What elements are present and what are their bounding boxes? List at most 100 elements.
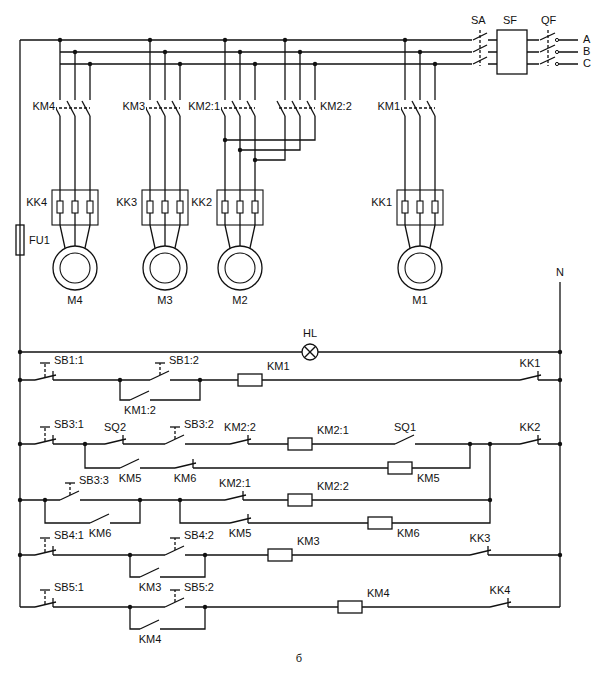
component-label: SB3:3 [78, 474, 110, 487]
junction-dot [198, 378, 202, 382]
contact-no [130, 391, 149, 400]
component-label: KM2:2 [316, 480, 350, 493]
component-label: M1 [411, 294, 428, 307]
component-label: KM4 [138, 633, 163, 646]
breaker-linkage [547, 30, 548, 66]
junction-dot [253, 158, 257, 162]
contact-stop [538, 379, 540, 380]
junction-dot [18, 350, 22, 354]
component-label: KM3 [296, 535, 321, 548]
junction-dot [223, 138, 227, 142]
lamp-cross [304, 346, 315, 357]
junction-dot [468, 442, 472, 446]
motor-inner [225, 253, 255, 283]
heater-element [57, 201, 63, 213]
thermal-relay [217, 190, 263, 225]
wire [164, 52, 165, 225]
wire [225, 64, 315, 140]
relay-coil [238, 374, 262, 386]
contact-no [395, 435, 414, 444]
contact-stop [53, 379, 55, 380]
component-label: SB4:1 [53, 529, 85, 542]
fuse [16, 225, 24, 255]
breaker-terminal [555, 50, 558, 53]
contact-stop [248, 522, 250, 523]
wire [120, 380, 200, 400]
contact-stop [52, 546, 53, 555]
wire-gap [225, 498, 245, 502]
heater-element [252, 201, 258, 213]
heater-element [417, 201, 423, 213]
contact-no [140, 620, 159, 629]
junction-dot [203, 553, 207, 557]
contact-stop [488, 554, 490, 555]
component-label: HL [302, 327, 318, 340]
wire-gap [105, 442, 125, 446]
junction-dot [138, 498, 142, 502]
component-label: SB5:2 [183, 581, 215, 594]
contact-stop [537, 371, 538, 380]
pushbutton-stem [69, 483, 70, 495]
contact-stop [53, 554, 55, 555]
wire-gap [470, 553, 490, 557]
contact-stop [122, 435, 123, 444]
pushbutton-stem [174, 427, 175, 439]
pushbutton-stem [44, 538, 45, 552]
junction-dot [18, 498, 22, 502]
signal-lamp [302, 344, 318, 360]
contact-stop [123, 443, 125, 444]
pushbutton-stem [44, 590, 45, 604]
junction-dot [118, 378, 122, 382]
component-label: KM6 [88, 527, 113, 540]
motor-inner [405, 253, 435, 283]
junction-dot [18, 442, 22, 446]
component-label: SB1:2 [168, 354, 200, 367]
component-label: KM4 [31, 100, 56, 113]
wire-gap [520, 378, 540, 382]
wire [419, 225, 420, 248]
wire [59, 40, 60, 225]
switch-linkage [479, 30, 480, 66]
heater-element [432, 201, 438, 213]
wire [180, 500, 490, 523]
contactor-linkage [399, 107, 435, 108]
contactor-linkage [54, 107, 90, 108]
contact-stop [247, 514, 248, 523]
wire-gap [520, 442, 540, 446]
wire [239, 225, 240, 248]
wire [60, 225, 65, 248]
pushbutton-head [40, 589, 50, 590]
wire-gap [35, 442, 55, 446]
component-label: KM3 [121, 100, 146, 113]
contact-stop [243, 499, 245, 500]
component-label: KK2 [190, 196, 213, 209]
contact-stop [192, 459, 193, 468]
junction-dot [238, 148, 242, 152]
component-label: SQ1 [393, 421, 417, 434]
fuse-element [19, 225, 20, 255]
contact-stop [487, 546, 488, 555]
wire [85, 225, 90, 248]
pushbutton-head [65, 482, 75, 483]
contactor-linkage [219, 107, 255, 108]
relay-coil [288, 438, 312, 450]
wire [239, 52, 240, 225]
pushbutton-head [40, 362, 50, 363]
component-label: FU1 [28, 234, 51, 247]
sf-device [497, 30, 527, 74]
component-label: KK4 [25, 196, 48, 209]
figure-letter: б [295, 652, 303, 665]
pushbutton-stem [159, 363, 160, 375]
junction-dot [43, 498, 47, 502]
contact-stop [193, 467, 195, 468]
wire [224, 40, 225, 225]
junction-dot [488, 498, 492, 502]
contact-stop [508, 606, 510, 607]
junction-dot [128, 553, 132, 557]
component-label: QF [540, 14, 557, 27]
pushbutton-head [170, 589, 180, 590]
thermal-relay [52, 190, 98, 225]
component-label: KM2:2 [319, 100, 353, 113]
